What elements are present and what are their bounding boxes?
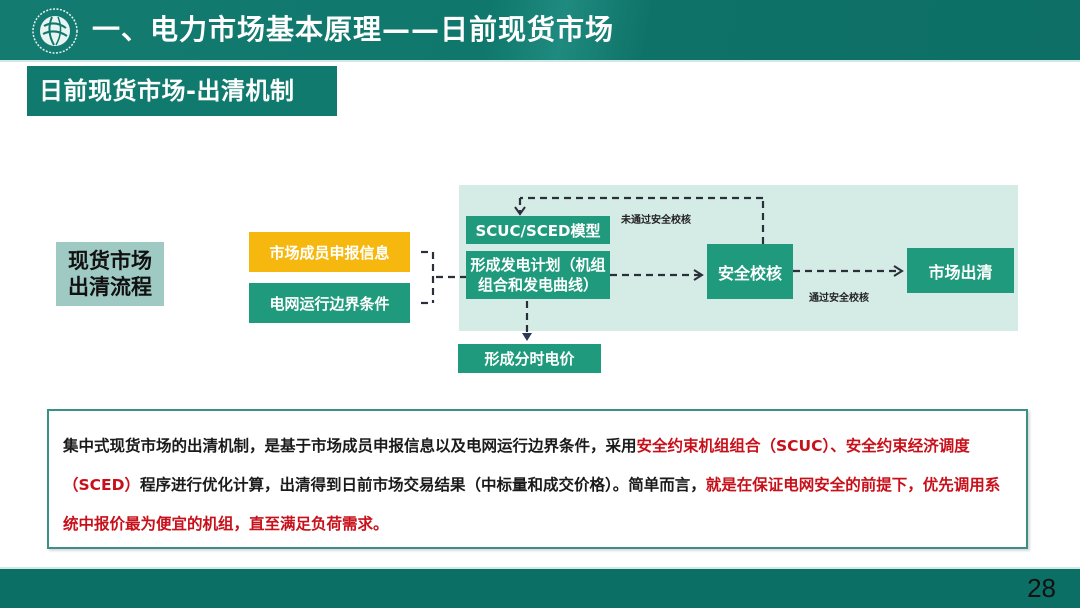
edge-label-pass: 通过安全校核	[809, 293, 869, 304]
header-bar: 一、电力市场基本原理——日前现货市场	[0, 0, 1080, 62]
edge-label-fail: 未通过安全校核	[621, 215, 691, 226]
market-clearing-box: 市场出清	[907, 248, 1014, 293]
description-highlight-1: 安全约束机组组合（SCUC）、安全约束经济调度（SCED）	[63, 437, 970, 494]
slide-title: 一、电力市场基本原理——日前现货市场	[92, 13, 615, 46]
input-grid-boundary-conditions: 电网运行边界条件	[249, 283, 410, 323]
description-highlight-2: 就是在保证电网安全的前提下，优先调用系统中报价最为便宜的机组，直至满足负荷需求。	[63, 476, 1001, 533]
flow-side-label-line-2: 出清流程	[68, 275, 152, 299]
input-market-member-bids: 市场成员申报信息	[249, 232, 410, 272]
security-check-box: 安全校核	[707, 244, 793, 299]
description-box: 集中式现货市场的出清机制，是基于市场成员申报信息以及电网运行边界条件，采用安全约…	[47, 409, 1028, 549]
footer-bar: 28	[0, 567, 1080, 608]
description-text-2: 程序进行优化计算，出清得到日前市场交易结果（中标量和成交价格）。简单而言，	[140, 476, 706, 494]
scuc-sced-model-box: SCUC/SCED模型	[466, 216, 610, 244]
generation-plan-box: 形成发电计划（机组组合和发电曲线）	[466, 251, 610, 299]
description-text-1: 集中式现货市场的出清机制，是基于市场成员申报信息以及电网运行边界条件，采用	[63, 437, 637, 455]
time-of-use-price-box: 形成分时电价	[458, 344, 601, 373]
page-number: 28	[1027, 573, 1056, 603]
flow-side-label-line-1: 现货市场	[68, 249, 152, 273]
flow-side-label: 现货市场 出清流程	[56, 242, 164, 306]
state-grid-logo-icon	[32, 8, 78, 54]
section-heading: 日前现货市场-出清机制	[27, 66, 337, 116]
